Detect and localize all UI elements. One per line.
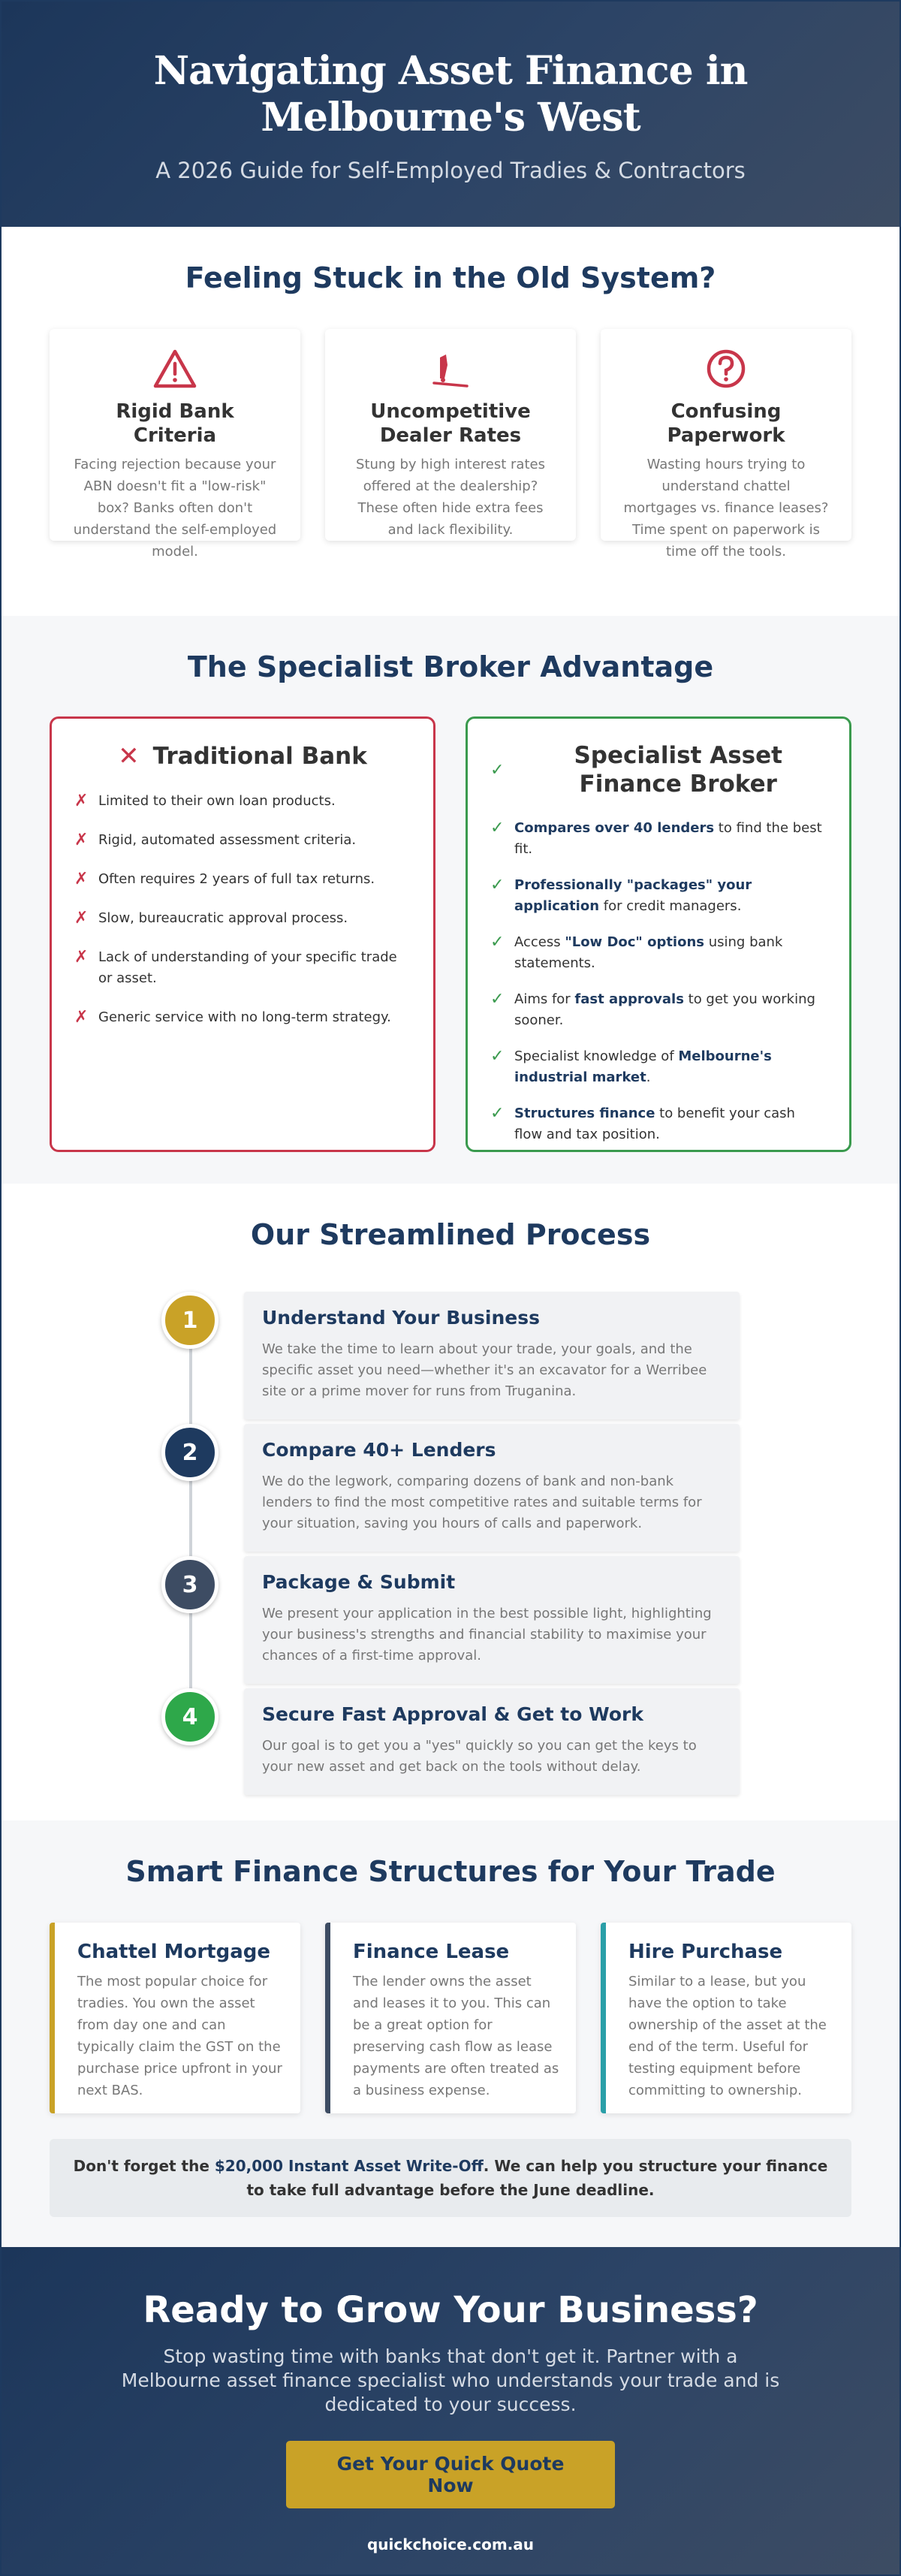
process-steps: 1 Understand Your Business We take the t… xyxy=(161,1292,740,1795)
traditional-bank-title: Traditional Bank xyxy=(152,743,367,770)
finance-structure-card: Finance Lease The lender owns the asset … xyxy=(325,1923,576,2113)
broker-list: ✓Compares over 40 lenders to find the be… xyxy=(490,818,827,1145)
warning-triangle-icon xyxy=(153,349,197,388)
finance-structure-card: Chattel Mortgage The most popular choice… xyxy=(50,1923,300,2113)
cross-icon: ✕ xyxy=(118,741,140,771)
structures-title: Smart Finance Structures for Your Trade xyxy=(125,1855,776,1888)
cta-section: Ready to Grow Your Business? Stop wastin… xyxy=(2,2247,899,2574)
structure-title: Hire Purchase xyxy=(628,1941,783,1963)
process-section: Our Streamlined Process 1 Understand You… xyxy=(2,1184,899,1820)
list-item: ✗Generic service with no long-term strat… xyxy=(74,1008,391,1027)
quick-quote-button[interactable]: Get Your Quick Quote Now xyxy=(286,2441,615,2508)
step-text: Our goal is to get you a "yes" quickly s… xyxy=(262,1738,697,1775)
structure-title: Finance Lease xyxy=(353,1941,510,1963)
cross-icon: ✗ xyxy=(74,870,89,888)
page-subtitle: A 2026 Guide for Self-Employed Tradies &… xyxy=(155,158,746,183)
problem-card: Confusing Paperwork Wasting hours trying… xyxy=(601,329,851,560)
problem-card-text: Stung by high interest rates offered at … xyxy=(356,457,545,538)
check-icon: ✓ xyxy=(490,876,505,894)
cross-icon: ✗ xyxy=(74,1008,89,1027)
step-number: 2 xyxy=(161,1424,218,1481)
list-item: ✗Rigid, automated assessment criteria. xyxy=(74,831,357,849)
process-step: 3 Package & Submit We present your appli… xyxy=(161,1556,740,1684)
check-icon: ✓ xyxy=(490,1104,505,1123)
step-title: Package & Submit xyxy=(262,1571,456,1593)
car-icon xyxy=(432,354,469,388)
advantage-section: The Specialist Broker Advantage ✕ Tradit… xyxy=(2,616,899,1184)
problems-section: Feeling Stuck in the Old System? Rigid B… xyxy=(2,227,899,616)
cross-icon: ✗ xyxy=(74,948,89,967)
process-step: 1 Understand Your Business We take the t… xyxy=(161,1292,740,1419)
write-off-note: Don't forget the $20,000 Instant Asset W… xyxy=(50,2139,851,2217)
step-number: 1 xyxy=(161,1292,218,1349)
list-item: ✓Access "Low Doc" options using bank sta… xyxy=(490,932,827,974)
step-text: We take the time to learn about your tra… xyxy=(262,1341,707,1399)
check-icon: ✓ xyxy=(490,990,505,1009)
problem-card-text: Wasting hours trying to understand chatt… xyxy=(623,457,829,560)
step-number: 4 xyxy=(161,1688,218,1745)
cross-icon: ✗ xyxy=(74,831,89,849)
check-icon: ✓ xyxy=(490,819,505,837)
structure-title: Chattel Mortgage xyxy=(77,1941,270,1963)
problems-title: Feeling Stuck in the Old System? xyxy=(185,261,716,294)
step-title: Compare 40+ Lenders xyxy=(262,1439,496,1461)
process-step: 2 Compare 40+ Lenders We do the legwork,… xyxy=(161,1424,740,1552)
problem-card: Rigid Bank Criteria Facing rejection bec… xyxy=(50,329,300,560)
problem-card-title: Confusing Paperwork xyxy=(667,400,785,447)
list-item: ✓Compares over 40 lenders to find the be… xyxy=(490,818,827,860)
specialist-broker-title: Specialist Asset Finance Broker xyxy=(574,742,782,798)
cta-text: Stop wasting time with banks that don't … xyxy=(121,2345,780,2415)
problem-card-text: Facing rejection because your ABN doesn'… xyxy=(73,457,277,560)
list-item: ✗Lack of understanding of your specific … xyxy=(74,947,411,989)
problem-card-title: Uncompetitive Dealer Rates xyxy=(370,400,531,447)
step-title: Understand Your Business xyxy=(262,1307,541,1329)
step-number: 3 xyxy=(161,1556,218,1613)
check-icon: ✓ xyxy=(490,1047,505,1066)
write-off-highlight: $20,000 Instant Asset Write-Off xyxy=(214,2157,484,2175)
list-item: ✓Professionally "packages" your applicat… xyxy=(490,875,827,917)
list-item: ✓Aims for fast approvals to get you work… xyxy=(490,989,827,1031)
structure-text: The most popular choice for tradies. You… xyxy=(77,1974,282,2098)
bank-list: ✗Limited to their own loan products. ✗Ri… xyxy=(74,791,411,1028)
list-item: ✗Limited to their own loan products. xyxy=(74,792,336,810)
cross-icon: ✗ xyxy=(74,792,89,810)
specialist-broker-card: ✓ Specialist Asset Finance Broker ✓Compa… xyxy=(466,716,851,1152)
check-icon: ✓ xyxy=(490,933,505,952)
step-title: Secure Fast Approval & Get to Work xyxy=(262,1703,643,1725)
check-icon: ✓ xyxy=(490,760,505,780)
structures-section: Smart Finance Structures for Your Trade … xyxy=(2,1820,899,2247)
step-text: We do the legwork, comparing dozens of b… xyxy=(262,1474,702,1531)
structure-text: The lender owns the asset and leases it … xyxy=(353,1974,559,2098)
question-circle-icon xyxy=(707,349,746,388)
problem-card: Uncompetitive Dealer Rates Stung by high… xyxy=(325,329,576,541)
advantage-title: The Specialist Broker Advantage xyxy=(187,650,714,683)
list-item: ✗Often requires 2 years of full tax retu… xyxy=(74,870,375,888)
cross-icon: ✗ xyxy=(74,909,89,928)
cta-title: Ready to Grow Your Business? xyxy=(143,2289,758,2331)
timeline-line xyxy=(189,1322,192,1712)
process-title: Our Streamlined Process xyxy=(250,1218,651,1251)
step-text: We present your application in the best … xyxy=(262,1606,712,1664)
page-title: Navigating Asset Finance in Melbourne's … xyxy=(153,48,749,140)
list-item: ✓Structures finance to benefit your cash… xyxy=(490,1103,827,1145)
traditional-bank-card: ✕ Traditional Bank ✗Limited to their own… xyxy=(50,716,435,1152)
list-item: ✓Specialist knowledge of Melbourne's ind… xyxy=(490,1046,827,1088)
hero-header: Navigating Asset Finance in Melbourne's … xyxy=(2,2,899,227)
structure-text: Similar to a lease, but you have the opt… xyxy=(628,1974,827,2098)
process-step: 4 Secure Fast Approval & Get to Work Our… xyxy=(161,1688,740,1795)
finance-structure-card: Hire Purchase Similar to a lease, but yo… xyxy=(601,1923,851,2113)
list-item: ✗Slow, bureaucratic approval process. xyxy=(74,909,348,928)
problem-card-title: Rigid Bank Criteria xyxy=(116,400,234,447)
website-link[interactable]: quickchoice.com.au xyxy=(366,2535,535,2553)
